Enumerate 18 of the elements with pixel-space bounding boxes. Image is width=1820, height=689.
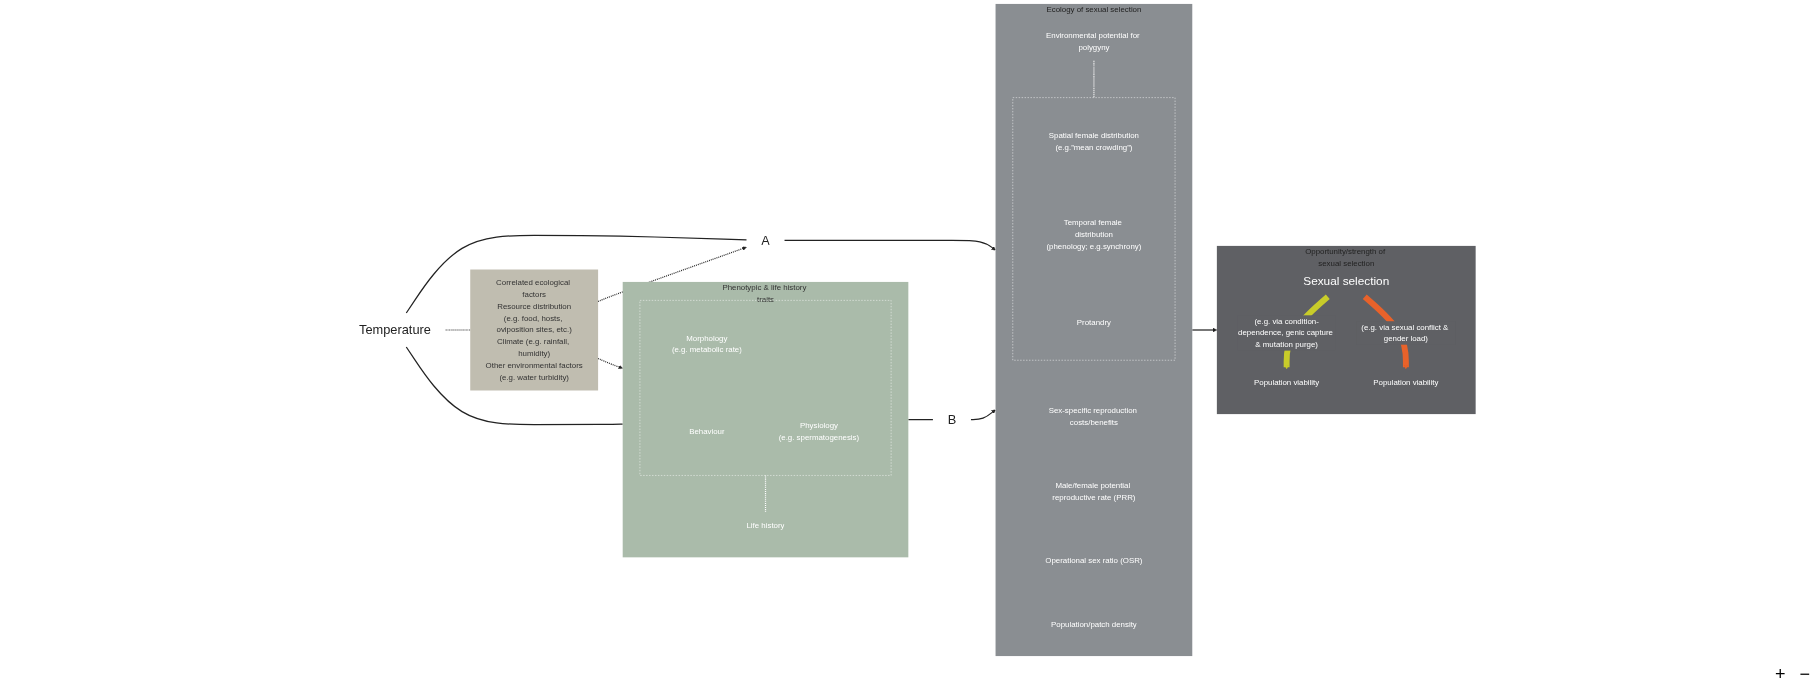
node-text: B: [947, 412, 957, 427]
arrow: [783, 239, 996, 251]
connector: [405, 234, 748, 314]
arrow: [597, 246, 747, 303]
symbol-label: +: [1774, 664, 1786, 685]
arrow: [970, 409, 996, 421]
connector: [907, 419, 934, 421]
node-text: Sexual selection: [1303, 273, 1390, 287]
connector: [764, 474, 767, 513]
connector: [405, 346, 624, 426]
symbol-label: −: [1799, 664, 1810, 685]
connector: [1093, 60, 1095, 99]
cluster: [639, 300, 892, 476]
arrow: [1191, 327, 1218, 333]
arrow: [597, 357, 623, 370]
cluster: [1012, 97, 1176, 361]
node-text: A: [761, 232, 770, 248]
node-text: Temperature: [359, 322, 431, 338]
